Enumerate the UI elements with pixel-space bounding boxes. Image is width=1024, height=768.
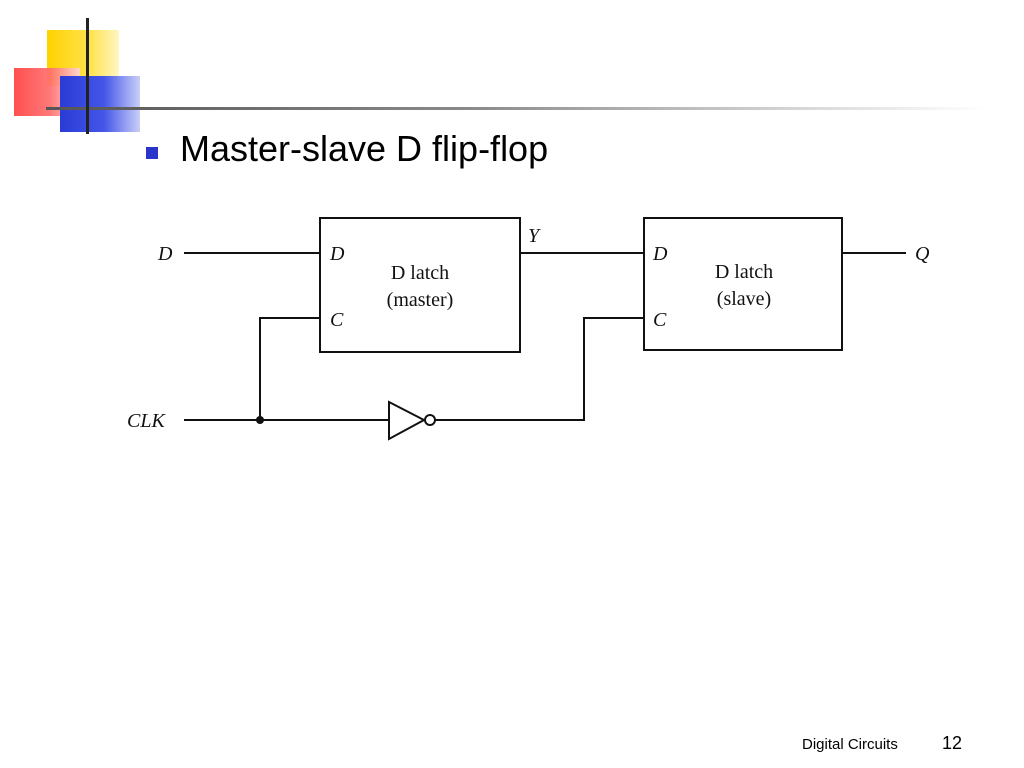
page-number: 12 <box>942 733 963 753</box>
decorative-vertical-rule <box>86 18 89 134</box>
master-title-line2: (master) <box>387 289 454 311</box>
slave-latch-box <box>643 217 843 351</box>
q-output-label: Q <box>915 243 930 265</box>
d-input-label: D <box>157 243 173 265</box>
slave-title-line1: D latch <box>715 261 773 283</box>
master-pin-c-label: C <box>330 309 344 331</box>
slide-bullet-text: Master-slave D flip-flop <box>180 128 549 169</box>
slave-pin-c-label: C <box>653 309 667 331</box>
slave-title-line2: (slave) <box>717 288 771 310</box>
inverter-triangle <box>388 400 427 441</box>
inverter-bubble <box>424 414 436 426</box>
slave-pin-d-label: D <box>652 243 668 265</box>
clk-to-master-c-wire <box>259 317 320 420</box>
master-title-line1: D latch <box>391 262 449 284</box>
clk-input-label: CLK <box>127 410 166 432</box>
inverted-clk-to-slave-c-wire <box>435 317 644 421</box>
decorative-horizontal-rule <box>46 107 986 110</box>
decorative-blue-square <box>60 76 140 132</box>
footer-title: Digital Circuits <box>802 736 898 753</box>
square-bullet-icon <box>146 147 158 159</box>
clk-junction-dot <box>256 416 264 424</box>
master-latch-box <box>319 217 521 353</box>
master-pin-d-label: D <box>329 243 345 265</box>
y-label: Y <box>528 225 541 247</box>
